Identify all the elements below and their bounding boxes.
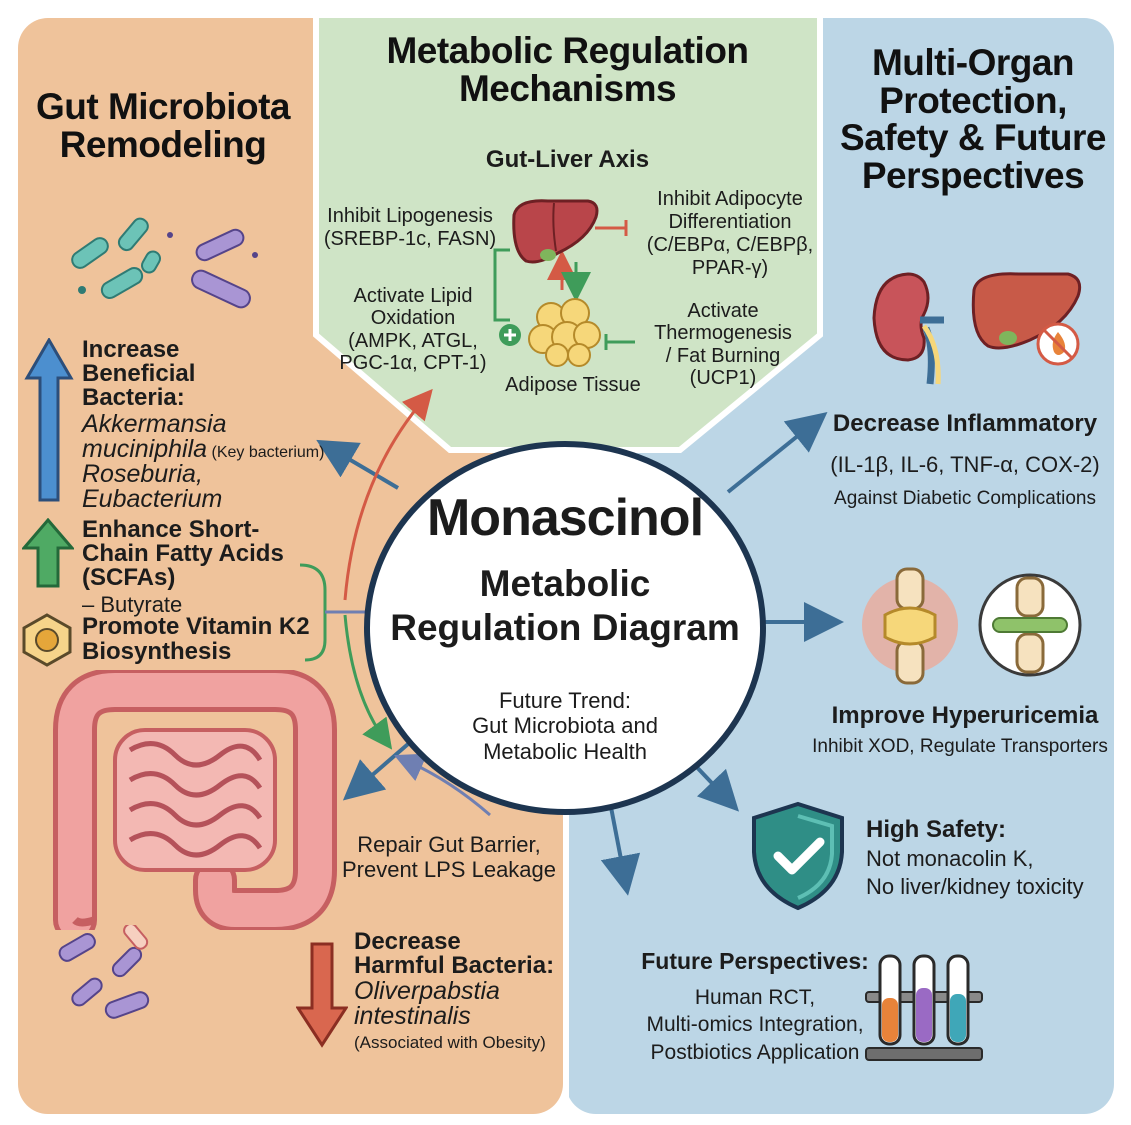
shield-icon [752,801,844,911]
inhibit-adipocyte-label: Inhibit Adipocyte Differentiation (C/EBP… [646,188,814,279]
healthy-joint-icon [978,573,1082,677]
increase-beneficial-block: Increase Beneficial Bacteria: Akkermansi… [82,338,352,512]
inhibit-lipogenesis-label: Inhibit Lipogenesis (SREBP-1c, FASN) [323,205,497,250]
species-roseburia: Roseburia, [82,460,203,488]
species-oliverpabstia: Oliverpabstia [354,976,500,1005]
adipose-tissue-label: Adipose Tissue [505,374,641,396]
scfa-detail: – Butyrate [82,592,183,617]
center-subtitle: Metabolic Regulation Diagram [390,563,740,649]
hyperuricemia-note: Inhibit XOD, Regulate Transporters [812,736,1108,757]
scfa-label: Enhance Short-Chain Fatty Acids (SCFAs) [82,516,284,591]
obesity-note: (Associated with Obesity) [354,1032,546,1052]
liver-icon [512,199,599,264]
inflammatory-label: Decrease Inflammatory [832,410,1098,437]
center-title: Monascinol [426,489,704,547]
inflammatory-note: Against Diabetic Complications [834,488,1096,509]
safety-block: High Safety: Not monacolin K, No liver/k… [866,815,1116,900]
liver-organ-icon [971,272,1082,366]
beneficial-bacteria-icon [71,217,258,309]
species-muciniphila: muciniphila [82,435,208,463]
increase-arrow-icon [24,338,74,502]
intestine-icon [53,670,337,930]
safety-line1: Not monacolin K, [866,846,1034,871]
inflamed-joint-icon [862,567,958,685]
scfa-arrow-icon [22,518,74,588]
decrease-label-line1: Decrease [354,928,461,955]
gut-liver-axis-label: Gut-Liver Axis [485,146,650,173]
increase-label: Increase Beneficial Bacteria: [82,336,196,411]
decrease-arrow-icon [296,942,348,1048]
safety-label: High Safety: [866,816,1007,843]
arrow-to-future [600,801,641,896]
species-akkermansia: Akkermansia [82,410,227,438]
arrow-to-bacteria [316,439,400,490]
future-perspectives-list: Human RCT, Multi-omics Integration, Post… [646,986,864,1064]
arrow-scfa-curve [343,614,393,750]
safety-line2: No liver/kidney toxicity [866,873,1084,899]
plus-badge-icon [499,324,521,346]
gut-barrier-label: Repair Gut Barrier, Prevent LPS Leakage [341,832,557,883]
thermogenesis-label: Activate Thermogenesis / Fat Burning (UC… [654,300,792,390]
future-trend-label: Future Trend: Gut Microbiota and Metabol… [472,688,658,764]
key-bacterium-note: (Key bacterium) [211,444,325,461]
arrow-barrier-curve [394,753,491,817]
species-eubacterium: Eubacterium [82,485,223,513]
future-perspectives-label: Future Perspectives: [641,948,869,974]
lipid-oxidation-label: Activate Lipid Oxidation (AMPK, ATGL, PG… [339,285,487,375]
decrease-harmful-block: Decrease Harmful Bacteria: Oliverpabstia… [354,928,564,1052]
harmful-bacteria-icon [58,925,150,1019]
vitamin-k2-label: Promote Vitamin K2 Biosynthesis [82,613,310,666]
test-tubes-icon [865,954,983,1061]
species-intestinalis: intestinalis [354,1002,471,1031]
hyperuricemia-label: Improve Hyperuricemia [831,702,1099,729]
left-title: Gut Microbiota Remodeling [35,86,291,165]
inflammatory-markers: (IL-1β, IL-6, TNF-α, COX-2) [830,452,1100,477]
decrease-label-line2: Harmful Bacteria: [354,952,555,980]
arrow-to-metabolic [343,388,433,601]
middle-title: Metabolic Regulation Mechanisms [386,30,749,109]
vitamin-k2-icon [22,613,72,667]
kidney-icon [872,272,944,385]
arrow-to-inflammatory [726,411,828,494]
arrow-to-harmful [342,736,417,801]
right-title: Multi-Organ Protection, Safety & Future … [840,42,1106,197]
scfa-block: Enhance Short-Chain Fatty Acids (SCFAs) … [82,518,322,618]
adipose-tissue-icon [528,298,601,367]
center-circle [364,441,766,815]
